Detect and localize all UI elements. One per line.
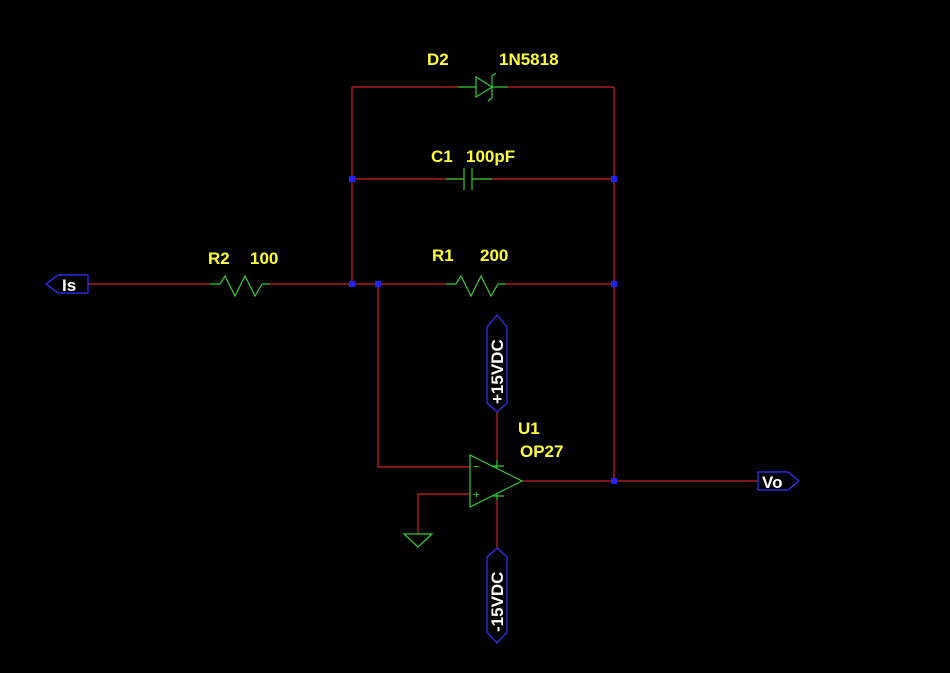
port-output-label: Vo bbox=[762, 473, 782, 492]
junction-dot bbox=[349, 281, 355, 287]
port-supply-pos[interactable]: +15VDC bbox=[486, 314, 508, 413]
r2-value-label: 100 bbox=[250, 249, 278, 268]
resistor-r2[interactable] bbox=[210, 274, 270, 298]
port-supply-pos-outline bbox=[486, 314, 508, 413]
port-input[interactable]: Is bbox=[45, 274, 89, 295]
junction-dot bbox=[611, 176, 617, 182]
d2-value-label: 1N5818 bbox=[499, 50, 559, 69]
r2-ref-label: R2 bbox=[208, 249, 230, 268]
diode-d2[interactable] bbox=[458, 72, 508, 102]
port-output[interactable]: Vo bbox=[757, 471, 800, 492]
junction-dot bbox=[375, 281, 381, 287]
resistor-r1-zigzag bbox=[446, 274, 506, 298]
junction-dot bbox=[611, 281, 617, 287]
u1-value-label: OP27 bbox=[520, 442, 563, 461]
resistor-r2-zigzag bbox=[210, 274, 270, 298]
diode-triangle bbox=[475, 75, 494, 99]
port-input-label: Is bbox=[62, 276, 76, 295]
resistor-r1[interactable] bbox=[446, 274, 506, 298]
opamp-minus-sign: − bbox=[473, 460, 480, 473]
c1-ref-label: C1 bbox=[431, 147, 453, 166]
ground-symbol bbox=[402, 533, 434, 548]
r1-ref-label: R1 bbox=[432, 246, 454, 265]
wire-inverting-input bbox=[377, 284, 470, 468]
ground-triangle bbox=[402, 533, 434, 548]
port-supply-pos-label: +15VDC bbox=[488, 339, 507, 404]
port-supply-neg-outline bbox=[486, 547, 508, 644]
c1-value-label: 100pF bbox=[466, 147, 515, 166]
opamp-plus-sign: + bbox=[473, 488, 480, 501]
component-labels: D2 1N5818 C1 100pF R1 200 R2 100 U1 OP27 bbox=[208, 50, 563, 461]
opamp-triangle bbox=[469, 454, 524, 508]
u1-ref-label: U1 bbox=[518, 419, 540, 438]
wire-noninverting-input bbox=[417, 493, 470, 534]
r1-value-label: 200 bbox=[480, 246, 508, 265]
d2-ref-label: D2 bbox=[427, 50, 449, 69]
component-symbols bbox=[210, 72, 524, 548]
port-output-outline bbox=[757, 471, 800, 491]
port-input-outline bbox=[45, 274, 89, 294]
capacitor-c1[interactable] bbox=[446, 168, 492, 190]
port-supply-neg-label: -15VDC bbox=[488, 572, 507, 632]
junction-dot bbox=[349, 176, 355, 182]
port-supply-neg[interactable]: -15VDC bbox=[486, 547, 508, 644]
junctions bbox=[349, 176, 617, 484]
opamp-neg-supply-stub bbox=[492, 494, 504, 500]
opamp-pos-supply-stub bbox=[492, 460, 504, 468]
wires bbox=[88, 86, 760, 548]
junction-dot bbox=[611, 478, 617, 484]
opamp-u1[interactable] bbox=[469, 454, 524, 508]
